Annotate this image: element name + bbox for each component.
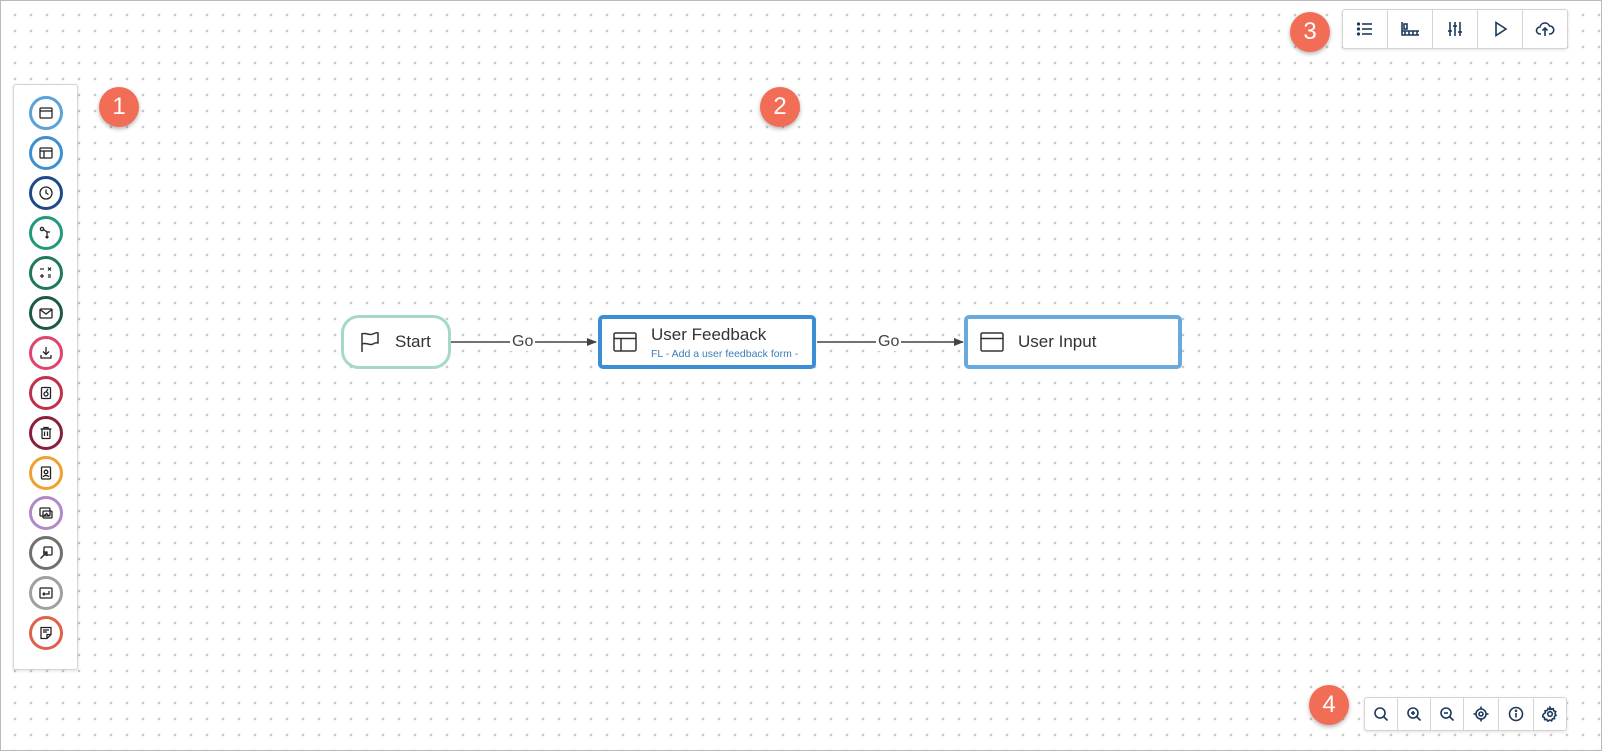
- node-palette: [13, 84, 78, 670]
- ruler-icon: [1401, 22, 1419, 36]
- image-gallery-icon: [39, 507, 53, 519]
- palette-item-contact[interactable]: [29, 456, 63, 490]
- palette-item-form[interactable]: [29, 136, 63, 170]
- palette-item-timer[interactable]: [29, 176, 63, 210]
- callout-badge-2: 2: [760, 87, 800, 127]
- palette-item-screen[interactable]: [29, 96, 63, 130]
- user-feedback-title: User Feedback: [651, 324, 767, 344]
- play-icon: [1495, 21, 1508, 37]
- screen-icon: [39, 107, 53, 119]
- zoom-in-icon: [1407, 707, 1422, 722]
- edge-label-2[interactable]: Go: [876, 333, 902, 351]
- zoom-in-button[interactable]: [1398, 698, 1431, 730]
- zoom-out-icon: [1440, 707, 1455, 722]
- align-button[interactable]: [1388, 10, 1433, 48]
- run-button[interactable]: [1478, 10, 1523, 48]
- user-feedback-node[interactable]: User Feedback FL - Add a user feedback f…: [598, 315, 816, 369]
- zoom-out-button[interactable]: [1431, 698, 1464, 730]
- properties-button[interactable]: [1433, 10, 1478, 48]
- list-icon: [1356, 22, 1372, 36]
- target-icon: [1473, 706, 1489, 722]
- edge-label-1[interactable]: Go: [510, 333, 536, 351]
- settings-icon: [1542, 706, 1558, 722]
- cloud-upload-icon: [1535, 22, 1555, 36]
- palette-item-return[interactable]: [29, 576, 63, 610]
- external-link-icon: [40, 546, 53, 559]
- contact-card-icon: [40, 466, 52, 480]
- palette-item-email[interactable]: [29, 296, 63, 330]
- center-button[interactable]: [1464, 698, 1499, 730]
- search-button[interactable]: [1365, 698, 1398, 730]
- user-input-node[interactable]: User Input: [964, 315, 1182, 369]
- callout-badge-4: 4: [1309, 685, 1349, 725]
- palette-item-delete[interactable]: [29, 416, 63, 450]
- palette-item-branch[interactable]: [29, 216, 63, 250]
- user-feedback-subtitle: FL - Add a user feedback form -: [651, 347, 799, 360]
- flag-icon: [361, 332, 379, 352]
- info-button[interactable]: [1499, 698, 1534, 730]
- palette-item-download[interactable]: [29, 336, 63, 370]
- start-node-label: Start: [395, 332, 431, 351]
- form-layout-icon: [613, 332, 637, 352]
- calculator-icon: [40, 267, 52, 278]
- top-toolbar: [1342, 9, 1568, 49]
- clock-icon: [39, 186, 53, 200]
- screen-icon: [980, 332, 1004, 352]
- info-icon: [1508, 706, 1524, 722]
- callout-badge-3: 3: [1290, 12, 1330, 52]
- settings-button[interactable]: [1534, 698, 1566, 730]
- sliders-icon: [1448, 22, 1462, 36]
- mail-icon: [39, 308, 53, 319]
- palette-item-note[interactable]: [29, 616, 63, 650]
- palette-item-edit-record[interactable]: [29, 376, 63, 410]
- trash-icon: [40, 426, 52, 440]
- form-layout-icon: [39, 147, 53, 159]
- user-input-title: User Input: [1018, 332, 1097, 351]
- palette-item-gallery[interactable]: [29, 496, 63, 530]
- return-icon: [39, 587, 53, 599]
- zoom-toolbar: [1364, 697, 1567, 731]
- start-node[interactable]: Start: [341, 315, 451, 369]
- document-edit-icon: [40, 386, 52, 400]
- palette-item-calculate[interactable]: [29, 256, 63, 290]
- download-icon: [40, 347, 52, 359]
- palette-item-redirect[interactable]: [29, 536, 63, 570]
- note-icon: [40, 626, 52, 640]
- branch-icon: [39, 226, 50, 239]
- publish-button[interactable]: [1523, 10, 1567, 48]
- search-icon: [1374, 707, 1389, 722]
- callout-badge-1: 1: [99, 87, 139, 127]
- outline-button[interactable]: [1343, 10, 1388, 48]
